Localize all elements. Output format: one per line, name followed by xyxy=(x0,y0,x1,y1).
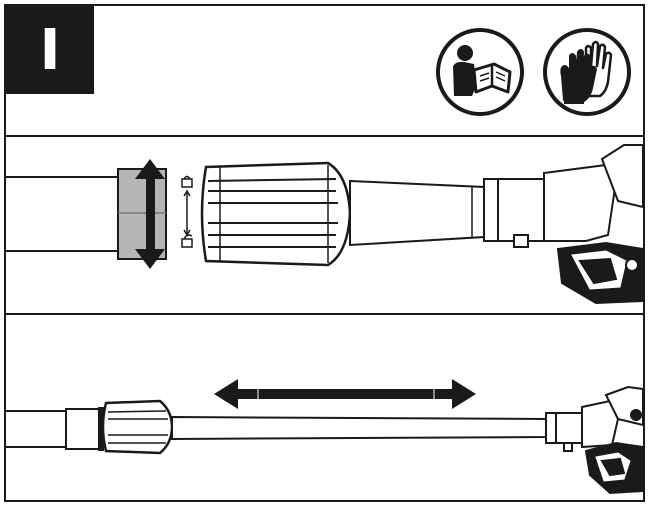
shaft-extension-panel xyxy=(6,315,643,500)
collar-release-panel xyxy=(6,137,643,315)
shaft-left xyxy=(6,176,125,252)
extend-arrow-icon xyxy=(214,379,476,409)
clamp-grip xyxy=(101,399,174,455)
motor-head xyxy=(545,385,643,495)
locking-collar xyxy=(65,408,101,450)
shaft-right xyxy=(171,415,547,441)
shaft-right xyxy=(349,179,485,247)
shaft-left xyxy=(6,410,69,448)
step-badge: I xyxy=(6,6,94,94)
lock-unlock-symbols-icon xyxy=(181,175,193,248)
protective-gloves-icon xyxy=(540,26,634,118)
clamp-grip xyxy=(200,161,352,267)
motor-head xyxy=(483,144,643,305)
header-panel: I xyxy=(6,6,643,137)
locking-collar xyxy=(117,168,167,260)
read-manual-icon xyxy=(434,26,526,118)
rotate-arrow-icon xyxy=(135,159,165,269)
diagram-frame: I xyxy=(4,4,645,502)
